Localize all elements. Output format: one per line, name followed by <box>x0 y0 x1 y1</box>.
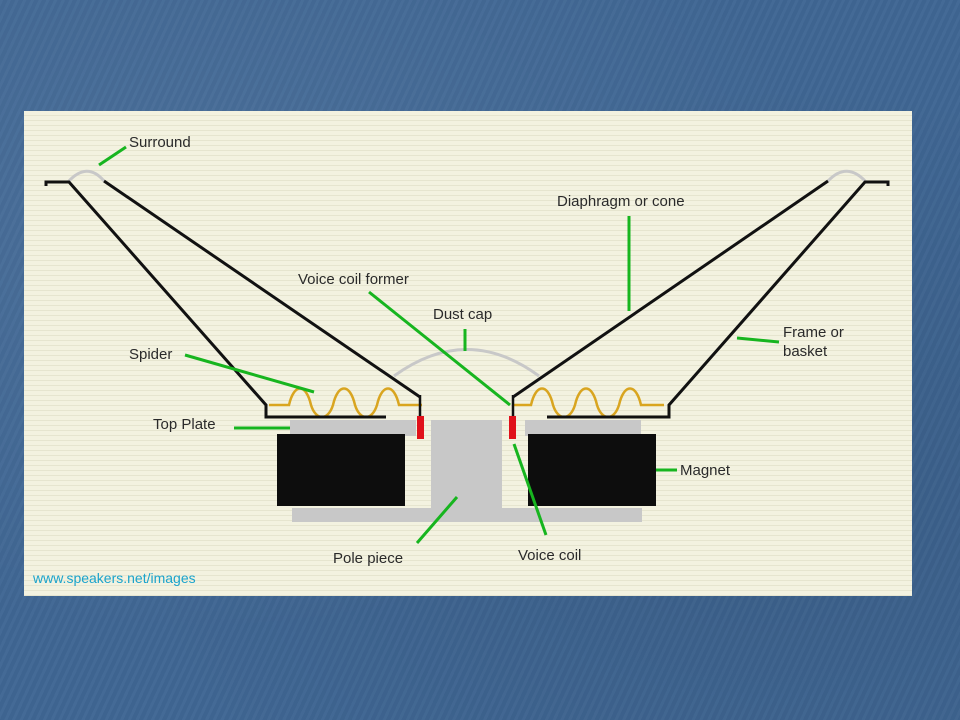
label-surround: Surround <box>129 134 191 151</box>
frame-left <box>44 180 386 419</box>
voice-coil-left <box>417 416 424 439</box>
surround-left <box>66 169 106 184</box>
label-top-plate: Top Plate <box>153 416 216 433</box>
label-pole-piece: Pole piece <box>333 550 403 567</box>
label-frame-line2: basket <box>783 343 828 360</box>
cone-right <box>512 179 829 399</box>
voice-coil-former-leader <box>368 290 511 407</box>
dust-cap <box>393 348 540 378</box>
spider-right <box>513 387 664 419</box>
back-plate <box>292 508 642 522</box>
top-plate-right <box>525 420 641 436</box>
frame-right <box>547 180 890 419</box>
source-credit: www.speakers.net/images <box>33 570 196 586</box>
label-diaphragm: Diaphragm or cone <box>557 193 685 210</box>
voice-coil-leader <box>512 443 548 536</box>
voice-coil-right <box>509 416 516 439</box>
top-plate-left <box>290 420 416 436</box>
surround-leader <box>98 145 127 167</box>
surround-right <box>826 169 868 184</box>
speaker-cross-section-diagram: Surround Diaphragm or cone Voice coil fo… <box>44 134 890 567</box>
label-spider: Spider <box>129 346 172 363</box>
spider-leader <box>184 353 315 394</box>
pole-piece-leader <box>415 496 459 544</box>
diagram-panel: Surround Diaphragm or cone Voice coil fo… <box>24 111 912 596</box>
pole-piece <box>431 420 502 522</box>
label-voice-coil: Voice coil <box>518 547 581 564</box>
magnet-left <box>277 434 405 506</box>
label-frame-line1: Frame or <box>783 324 844 341</box>
magnet-right <box>528 434 656 506</box>
cone-left <box>103 179 421 399</box>
frame-leader <box>736 336 780 344</box>
label-voice-coil-former: Voice coil former <box>298 271 409 288</box>
label-magnet: Magnet <box>680 462 731 479</box>
label-dust-cap: Dust cap <box>433 306 492 323</box>
spider-left <box>269 387 422 419</box>
